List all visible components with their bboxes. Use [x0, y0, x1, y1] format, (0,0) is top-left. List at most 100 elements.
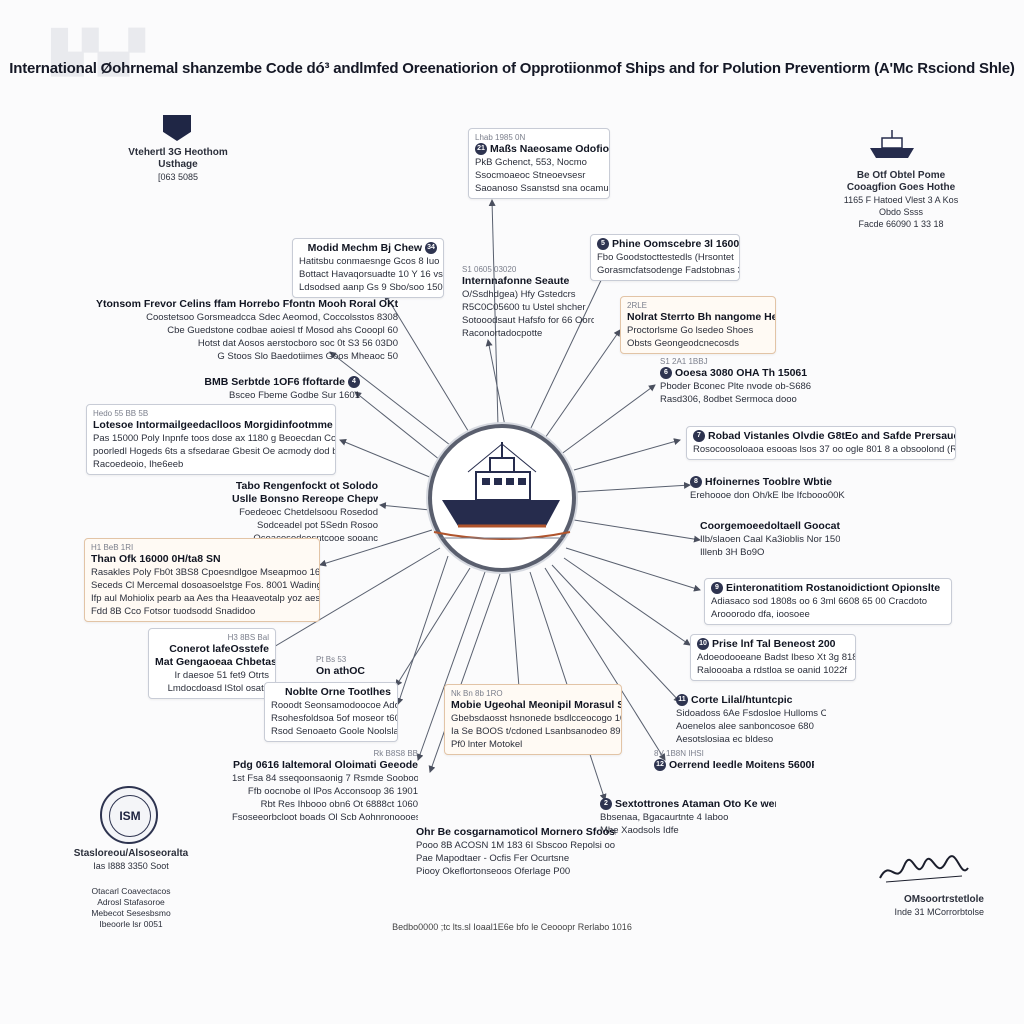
node-n5: Ytonsom Frevor Celins ffam Horrebo Ffont…	[96, 298, 398, 363]
node-n1-badge: 21	[475, 143, 487, 156]
bottom-right-block: OMsoortrstetlole Inde 31 MCorrorbtolse	[844, 894, 984, 918]
ism-seal-logo: ISM	[100, 786, 158, 844]
node-n8-line-0: Ooesa 3080 OHA Th 15061	[675, 367, 808, 379]
node-n15-line-2: Arooorodo dfa, ioosoee	[711, 609, 810, 620]
node-n19: Noblte Orne Tootlhes Rooodt Seonsamodooc…	[264, 682, 398, 742]
header-right-line-2: 1165 F Hatoed Vlest 3 A Kos	[843, 195, 959, 205]
node-n22: Rk B8S8 BB Pdg 0616 Ialtemoral Oloimati …	[232, 748, 418, 824]
connector-n10	[573, 438, 681, 471]
node-n5-line-4: G Stoos Slo Baedotiimes Goos Mheaoc 50	[217, 351, 398, 362]
bottom-left-sub-block: Otacarl Coavectacos Adrosl Stafasoroe Me…	[68, 886, 194, 930]
node-n4-line-2: Gorasmcfatsodenge Fadstobnas 3k	[597, 265, 740, 276]
node-n25: Ohr Be cosgarnamoticol Mornero Sfoosnal …	[416, 826, 616, 878]
connector-n8	[559, 384, 656, 456]
node-n8-badge: 6	[660, 367, 672, 380]
node-n6-line-2: Obsts Geongeodcnecosds	[627, 338, 739, 349]
node-n21-badge: 11	[676, 694, 688, 707]
ship-thumbnail-icon	[870, 130, 914, 158]
node-n15-badge: 9	[711, 582, 723, 595]
connector-n12	[575, 481, 691, 493]
node-n11: Tabo Rengenfockt ot Solodo Uslle Bonsno …	[232, 480, 378, 545]
node-n23-pre: 8V 1B8N IHSI	[654, 749, 704, 758]
node-n4-line-0: Phine Oomscebre 3l 16000	[612, 238, 740, 250]
ism-seal-text: ISM	[109, 795, 151, 837]
node-n2-line-0: Modid Mechm Bj Chew	[307, 242, 422, 254]
node-n3-line-0: Internnafonne Seaute	[462, 275, 570, 287]
node-n3-line-1: O/Ssdhdgea) Hfy Gstedcrs	[462, 289, 576, 300]
connector-n7	[354, 391, 441, 461]
bottom-right-line-0: OMsoortrstetlole	[903, 894, 984, 905]
node-n15-line-1: Adiasaco sod 1808s oo 6 3ml 6608 65 00 C…	[711, 596, 928, 607]
node-n18-pre: Pt Bs 53	[316, 655, 347, 664]
connector-n11	[379, 502, 431, 511]
connector-n20	[509, 572, 524, 701]
node-n3: S1 0605 03020 Internnafonne Seaute O/Ssd…	[462, 264, 594, 340]
node-n17-line-1: Adoeodooeane Badst Ibeso Xt 3g 8188	[697, 652, 856, 663]
node-n5-line-0: Ytonsom Frevor Celins ffam Horrebo Ffont…	[96, 298, 398, 310]
node-n7-line-0: BMB Serbtde 1OF6 ffoftarde	[204, 376, 345, 388]
node-n21-line-2: Aoenelos alee sanboncosoe 680	[676, 721, 814, 732]
node-n18-line-0: On athOC	[316, 665, 365, 677]
connector-n16	[261, 547, 441, 655]
node-n13-pre: H1 BeB 1RI	[91, 543, 134, 552]
node-n20-line-1: Gbebsdaosst hsnonede bsdlcceocogo 10yl	[451, 713, 622, 724]
bottom-left-line-0: Stasloreou/Alsoseoralta	[73, 848, 189, 859]
bottom-left-sub-0: Otacarl Coavectacos	[91, 886, 171, 896]
node-n22-line-2: Ffb oocnobe ol lPos Acconsoop 36 1901	[247, 786, 418, 797]
node-n25-line-2: Pae Mapodtaer - Ocfis Fer Ocurtsne	[416, 853, 570, 864]
connector-n17	[563, 557, 691, 646]
node-n14-line-1: Ilb/slaoen Caal Ka3ioblis Nor 1500 G 8IS	[700, 534, 840, 545]
node-n19-line-0: Noblte Orne Tootlhes	[285, 686, 391, 698]
node-n16-line-1: Mat Gengaoeaa Chbetas	[155, 656, 276, 668]
connector-n23	[544, 567, 666, 761]
connector-n2	[384, 293, 471, 435]
header-right-line-0: Be Otf Obtel Pome	[856, 170, 946, 181]
header-right-line-3: Obdo Ssss	[878, 207, 924, 217]
connector-n6	[544, 329, 621, 439]
node-n22-line-3: Rbt Res Ihbooo obn6 Ot 6888ct 1060	[260, 799, 418, 810]
node-n18: Pt Bs 53 On athOC	[316, 654, 396, 678]
node-n20-line-3: Pf0 lnter Motokel	[451, 739, 523, 750]
header-right-line-4: Facde 66090 1 33 18	[858, 219, 944, 229]
header-left-line-0: Vtehertl 3G Heothom Usthage	[128, 147, 228, 170]
connector-n15	[565, 547, 701, 592]
node-n16-line-3: Lmdocdoasd lStol osato	[167, 683, 269, 694]
connector-n5	[329, 351, 451, 446]
node-n16-line-0: Conerot lafeOsstefe	[169, 643, 269, 655]
connector-n9	[339, 439, 433, 479]
node-n22-pre: Rk B8S8 BB	[373, 749, 418, 758]
node-n25-line-1: Pooo 8B ACOSN 1M 183 6I Sbscoo Repolsi o…	[416, 840, 616, 851]
node-n13-line-1: Rasakles Poly Fb0t 3BS8 Cpoesndlgoe Msea…	[91, 567, 320, 578]
connector-n21	[551, 564, 681, 703]
node-n14-line-0: Coorgemoeedoltaell Goocat	[700, 520, 840, 532]
node-n9-pre: Hedo 55 BB 5B	[93, 409, 149, 418]
node-n10-line-0: Robad Vistanles Olvdie G8tEo and Safde P…	[708, 430, 956, 442]
node-n24-badge: 2	[600, 798, 612, 811]
node-n24-line-1: Bbsenaa, Bgacaurtnte 4 Iaboo	[600, 812, 729, 823]
footer-text: Bedbo0000 ;tc lts.sl Ioaal1E6e bfo le Ce…	[392, 922, 632, 932]
node-n19-line-2: Rsohesfoldsoa 5of moseor t6000	[271, 713, 398, 724]
node-n17-badge: 10	[697, 638, 709, 651]
node-n14: Coorgemoeedoltaell Goocat Ilb/slaoen Caa…	[700, 520, 840, 559]
node-n2-line-2: Bottact Havaqorsuadte 10 Y 16 vsoe	[299, 269, 444, 280]
bottom-right-line-1: Inde 31 MCorrorbtolse	[894, 907, 984, 917]
node-n3-line-3: Sotooodsaut Hafsfo for 66 Ooro	[462, 315, 594, 326]
node-n3-line-2: R5C0C05600 tu Ustel shcher	[462, 302, 586, 313]
header-right-line-1: Cooagfion Goes Hothe	[846, 182, 956, 193]
node-n9-line-2: poorledl Hogeds 6ts a sfsedarae Gbesit O…	[93, 446, 335, 457]
faint-background-mark: ▙▚▞	[52, 31, 145, 75]
node-n4-badge: 5	[597, 238, 609, 251]
connector-n3	[485, 339, 506, 427]
node-n3-pre: S1 0605 03020	[462, 265, 517, 274]
node-n13-line-4: Fdd 8B Cco Fotsor tuodsodd Snadidoo	[91, 606, 256, 617]
connector-n14	[573, 519, 701, 543]
node-n6: 2RLE Nolrat Sterrto Bh nangome Hes Proct…	[620, 296, 776, 354]
